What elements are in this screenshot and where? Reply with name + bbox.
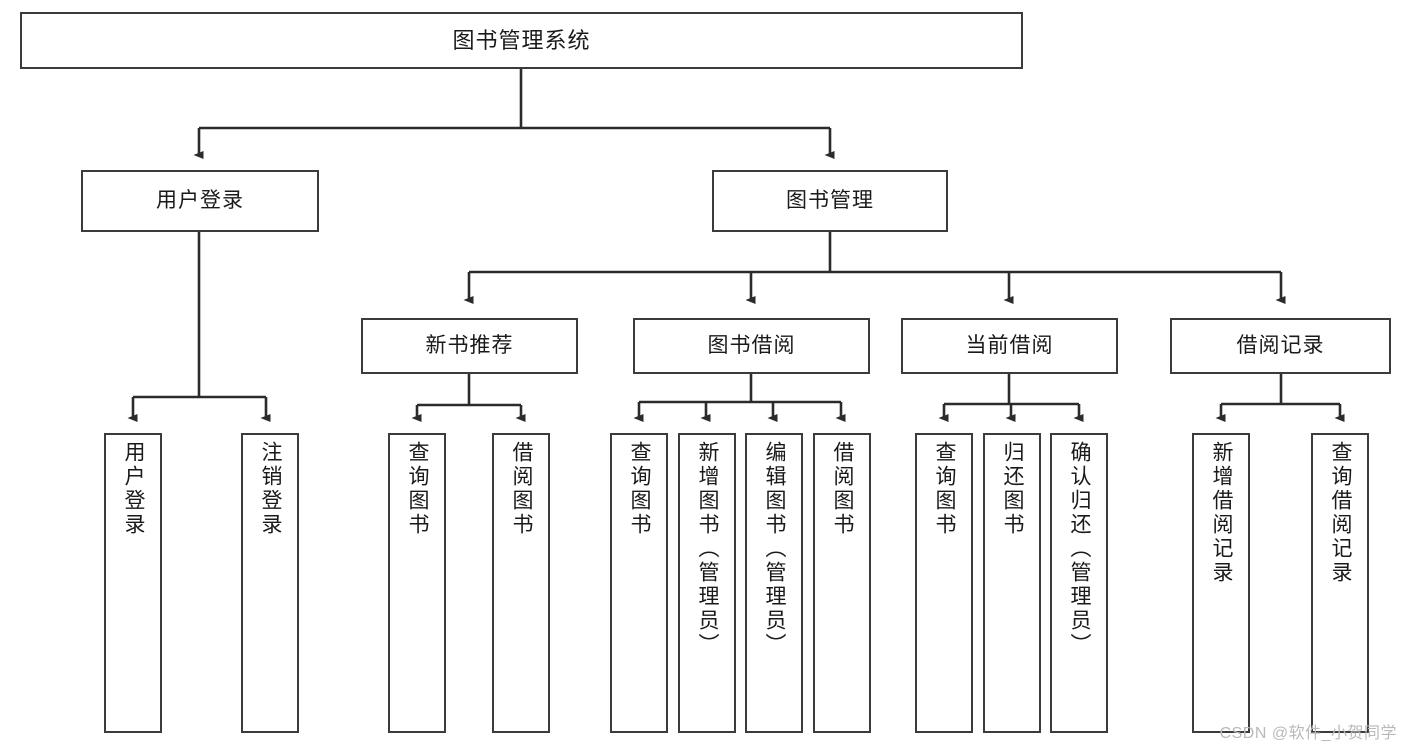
node-label: 查询借阅记录 [1329, 441, 1353, 585]
node-label: 编辑图书（管理员） [763, 441, 787, 657]
node-label: 用户登录 [156, 188, 244, 212]
leaf-book-borrow-query[interactable]: 查询图书 [610, 433, 668, 733]
node-label: 新增图书（管理员） [696, 441, 720, 657]
node-label: 查询图书 [933, 441, 957, 537]
leaf-borrow-record-query[interactable]: 查询借阅记录 [1311, 433, 1369, 733]
node-label: 用户登录 [122, 441, 146, 537]
leaf-user-login-signout[interactable]: 注销登录 [241, 433, 299, 733]
node-label: 当前借阅 [965, 333, 1054, 357]
leaf-current-borrow-query[interactable]: 查询图书 [915, 433, 973, 733]
node-label: 确认归还（管理员） [1068, 441, 1092, 657]
leaf-book-borrow-add[interactable]: 新增图书（管理员） [678, 433, 736, 733]
node-user-login[interactable]: 用户登录 [81, 170, 319, 232]
leaf-book-borrow-lend[interactable]: 借阅图书 [813, 433, 871, 733]
node-label: 注销登录 [259, 441, 283, 537]
node-label: 借阅记录 [1236, 333, 1325, 357]
node-label: 图书借阅 [707, 333, 796, 357]
node-label: 查询图书 [628, 441, 652, 537]
leaf-borrow-record-add[interactable]: 新增借阅记录 [1192, 433, 1250, 733]
node-new-book-recommend[interactable]: 新书推荐 [361, 318, 578, 374]
leaf-user-login-signin[interactable]: 用户登录 [104, 433, 162, 733]
node-label: 查询图书 [406, 441, 430, 537]
node-label: 新增借阅记录 [1210, 441, 1234, 585]
node-borrow-record[interactable]: 借阅记录 [1170, 318, 1391, 374]
node-label: 新书推荐 [425, 333, 514, 357]
csdn-watermark: CSDN @软件_小贺同学 [1219, 725, 1397, 742]
leaf-new-book-borrow[interactable]: 借阅图书 [492, 433, 550, 733]
node-book-management[interactable]: 图书管理 [712, 170, 948, 232]
node-label: 借阅图书 [831, 441, 855, 537]
node-label: 图书管理系统 [452, 27, 591, 53]
node-label: 图书管理 [786, 188, 874, 212]
leaf-current-borrow-return[interactable]: 归还图书 [983, 433, 1041, 733]
leaf-book-borrow-edit[interactable]: 编辑图书（管理员） [745, 433, 803, 733]
node-label: 借阅图书 [510, 441, 534, 537]
node-book-borrow[interactable]: 图书借阅 [633, 318, 870, 374]
node-label: 归还图书 [1001, 441, 1025, 537]
node-current-borrow[interactable]: 当前借阅 [901, 318, 1118, 374]
node-root-system[interactable]: 图书管理系统 [20, 12, 1023, 69]
leaf-current-borrow-confirm-return[interactable]: 确认归还（管理员） [1050, 433, 1108, 733]
leaf-new-book-query[interactable]: 查询图书 [388, 433, 446, 733]
